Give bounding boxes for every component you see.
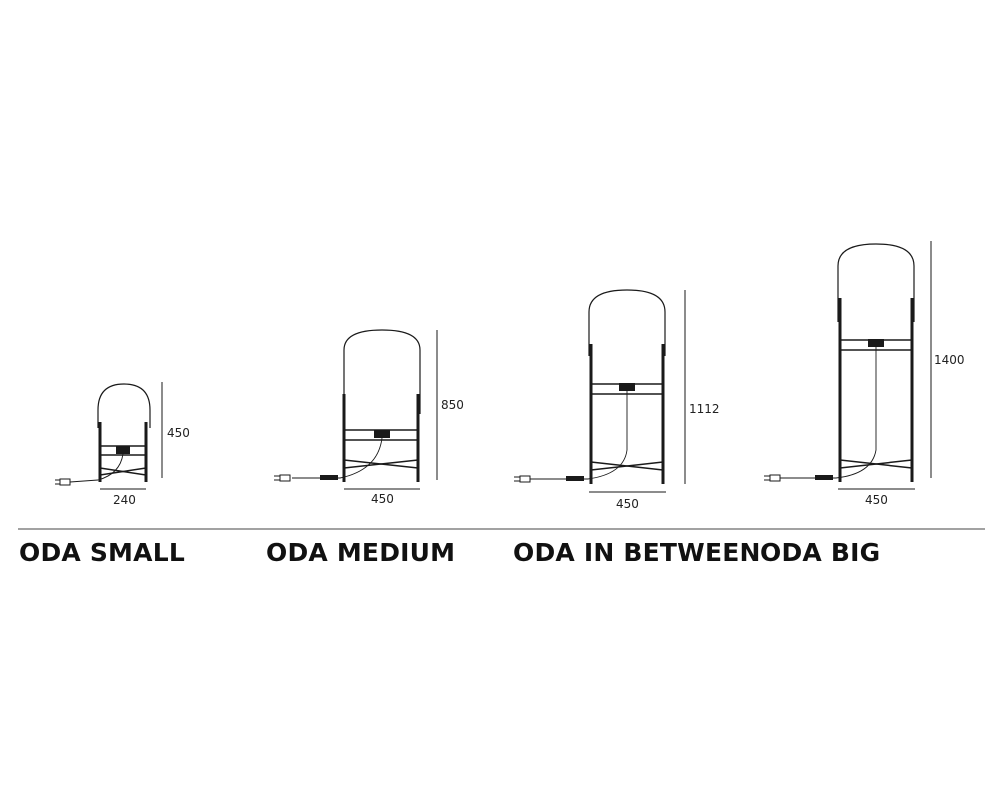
- width-label-medium: 450: [371, 492, 394, 506]
- lamp-medium: [274, 329, 438, 490]
- product-name-small: ODA SMALL: [19, 538, 185, 567]
- lamp-big: [764, 241, 932, 490]
- height-label-big: 1400: [934, 353, 965, 367]
- product-name-in-between: ODA IN BETWEEN: [513, 538, 761, 567]
- height-label-medium: 850: [441, 398, 464, 412]
- height-label-small: 450: [167, 426, 190, 440]
- product-name-big: ODA BIG: [760, 538, 881, 567]
- lamp-small: [55, 382, 163, 490]
- lamp-in-between: [514, 289, 686, 493]
- width-label-small: 240: [113, 493, 136, 507]
- height-label-in-between: 1112: [689, 402, 720, 416]
- product-name-medium: ODA MEDIUM: [266, 538, 456, 567]
- width-label-big: 450: [865, 493, 888, 507]
- width-label-in-between: 450: [616, 497, 639, 511]
